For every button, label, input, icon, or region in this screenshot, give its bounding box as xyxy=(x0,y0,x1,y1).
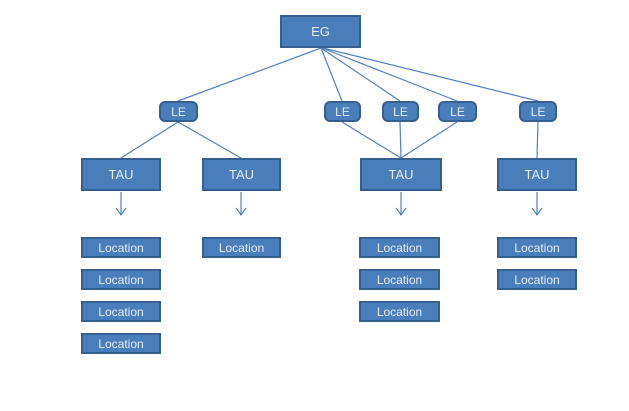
location-node: Location xyxy=(359,301,440,322)
location-node: Location xyxy=(359,237,440,258)
location-node: Location xyxy=(81,237,161,258)
tau-node-2: TAU xyxy=(202,158,281,191)
location-node: Location xyxy=(202,237,281,258)
location-node: Location xyxy=(81,301,161,322)
le-node-1: LE xyxy=(159,101,198,122)
le-node-2: LE xyxy=(324,101,361,122)
tau-node-3: TAU xyxy=(360,158,442,191)
le-node-5: LE xyxy=(519,101,557,122)
tau-node-4: TAU xyxy=(497,158,577,191)
tau-node-1: TAU xyxy=(81,158,161,191)
eg-node: EG xyxy=(280,15,361,48)
le-node-4: LE xyxy=(438,101,477,122)
le-node-3: LE xyxy=(382,101,419,122)
location-node: Location xyxy=(359,269,440,290)
location-node: Location xyxy=(81,269,161,290)
location-node: Location xyxy=(497,269,577,290)
location-node: Location xyxy=(81,333,161,354)
location-node: Location xyxy=(497,237,577,258)
